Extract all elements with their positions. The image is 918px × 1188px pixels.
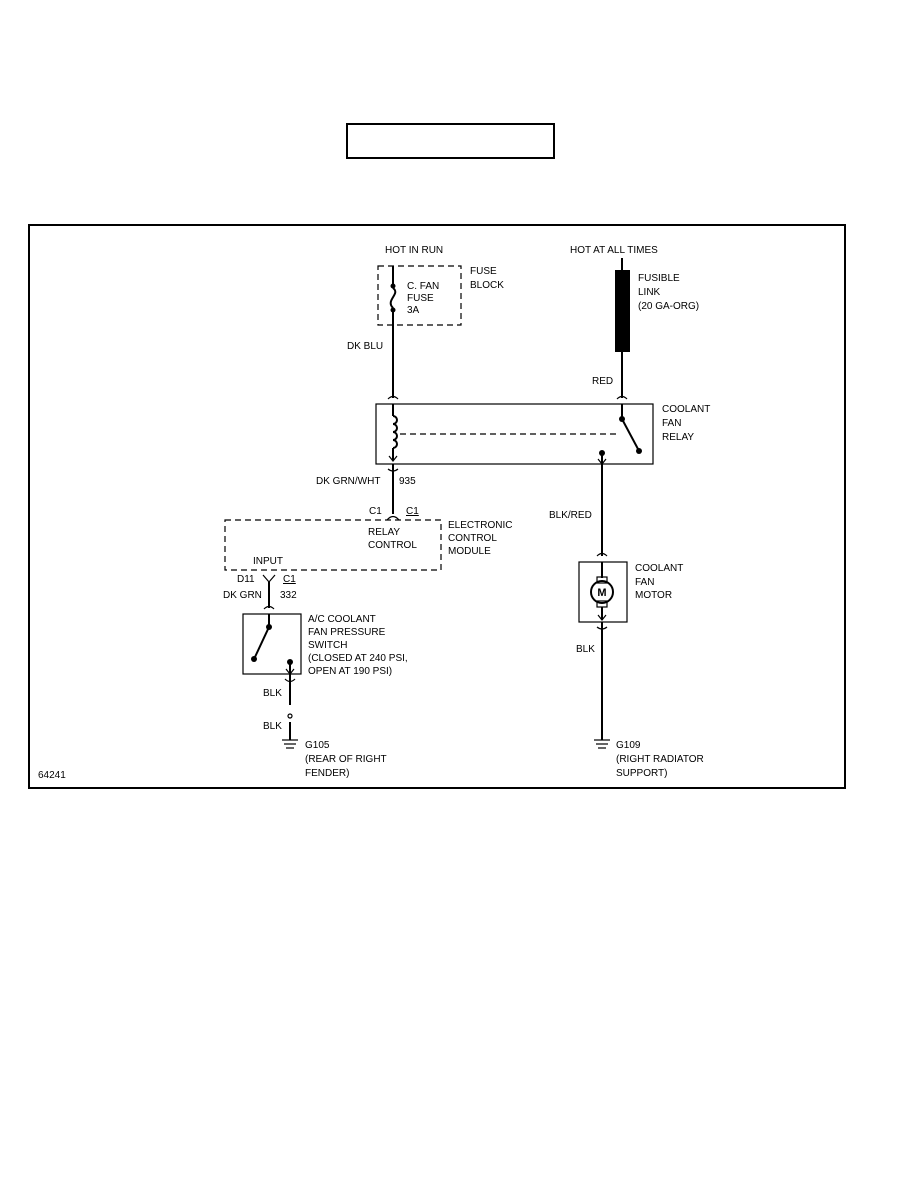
figure-id: 64241 [38, 770, 66, 781]
fuse-icon [389, 287, 397, 309]
circuit-935-label: 935 [399, 476, 416, 487]
switch-label-3: SWITCH [308, 640, 347, 651]
fusible-link-label-3: (20 GA-ORG) [638, 301, 699, 312]
ground-g105-location-2: FENDER) [305, 768, 349, 779]
fuse-block-outline [377, 265, 462, 326]
switch-outline [242, 613, 302, 675]
wire-red-label: RED [592, 376, 613, 387]
fuse-label-3: 3A [407, 305, 420, 316]
coolant-fan-relay: COOLANT FAN RELAY [375, 395, 710, 465]
ecm-connector-c1 [386, 515, 400, 521]
input-label: INPUT [253, 556, 283, 567]
fusible-link-label-1: FUSIBLE [638, 273, 680, 284]
motor-label-3: MOTOR [635, 590, 672, 601]
relay-coil-icon [392, 415, 398, 449]
switch-label-4: (CLOSED AT 240 PSI, [308, 653, 408, 664]
wire-blk-switch-label-1: BLK [263, 688, 282, 699]
ecm-label-2: CONTROL [448, 533, 497, 544]
pin-d11-label: D11 [237, 574, 255, 585]
relay-switch-icon [621, 418, 639, 450]
ecm-outline [224, 519, 442, 571]
fuse-block-label-2: BLOCK [470, 280, 504, 291]
ecm-label-1: ELECTRONIC [448, 520, 512, 531]
relay-label-1: COOLANT [662, 404, 710, 415]
relay-connector-right [616, 395, 628, 400]
relay-control-label-2: CONTROL [368, 540, 417, 551]
conn-c1-left-label: C1 [369, 506, 382, 517]
fusible-link: FUSIBLE LINK (20 GA-ORG) [615, 258, 699, 398]
fuse-block: C. FAN FUSE 3A FUSE BLOCK [377, 265, 504, 326]
ground-g109-label: G109 [616, 740, 641, 751]
relay-label-2: FAN [662, 418, 681, 429]
coolant-fan-motor: M COOLANT FAN MOTOR [578, 561, 683, 623]
switch-label-2: FAN PRESSURE [308, 627, 386, 638]
electronic-control-module: RELAY CONTROL ELECTRONIC CONTROL MODULE … [224, 519, 512, 571]
fuse-label-1: C. FAN [407, 281, 439, 292]
switch-label-5: OPEN AT 190 PSI) [308, 666, 392, 677]
motor-symbol: M [597, 587, 606, 599]
circuit-332-label: 332 [280, 590, 297, 601]
hot-at-all-times-label: HOT AT ALL TIMES [570, 245, 658, 256]
relay-control-label-1: RELAY [368, 527, 400, 538]
fusible-link-label-2: LINK [638, 287, 661, 298]
relay-label-3: RELAY [662, 432, 694, 443]
wire-dk-grn-label: DK GRN [223, 590, 262, 601]
switch-label-1: A/C COOLANT [308, 614, 376, 625]
splice-icon [287, 713, 293, 719]
wire-blk-red-label: BLK/RED [549, 510, 592, 521]
fuse-block-label-1: FUSE [470, 266, 497, 277]
fuse-label-2: FUSE [407, 293, 434, 304]
input-connector-c1 [262, 574, 276, 583]
motor-icon [590, 580, 614, 604]
diagram-frame [28, 224, 846, 789]
hot-in-run-label: HOT IN RUN [385, 245, 443, 256]
ground-g105-label: G105 [305, 740, 330, 751]
conn-c1-input-label: C1 [283, 574, 296, 585]
ground-g105-location-1: (REAR OF RIGHT [305, 754, 387, 765]
ground-g109-location-1: (RIGHT RADIATOR [616, 754, 704, 765]
wire-dk-blu-label: DK BLU [347, 341, 383, 352]
ground-g105: G105 (REAR OF RIGHT FENDER) [282, 739, 387, 779]
wire-blk-motor-label: BLK [576, 644, 595, 655]
wire-dk-grn-wht-label: DK GRN/WHT [316, 476, 380, 487]
fusible-link-icon [615, 270, 630, 352]
ground-g109-location-2: SUPPORT) [616, 768, 668, 779]
motor-label-2: FAN [635, 577, 654, 588]
ecm-label-3: MODULE [448, 546, 491, 557]
ac-pressure-switch: A/C COOLANT FAN PRESSURE SWITCH (CLOSED … [242, 613, 408, 677]
relay-outline [375, 403, 654, 465]
title-box [346, 123, 555, 159]
conn-c1-right-label: C1 [406, 506, 419, 517]
ground-g109: G109 (RIGHT RADIATOR SUPPORT) [594, 734, 704, 779]
wire-blk-switch-label-2: BLK [263, 721, 282, 732]
motor-label-1: COOLANT [635, 563, 683, 574]
switch-icon [254, 626, 270, 658]
relay-connector-left [387, 395, 399, 400]
